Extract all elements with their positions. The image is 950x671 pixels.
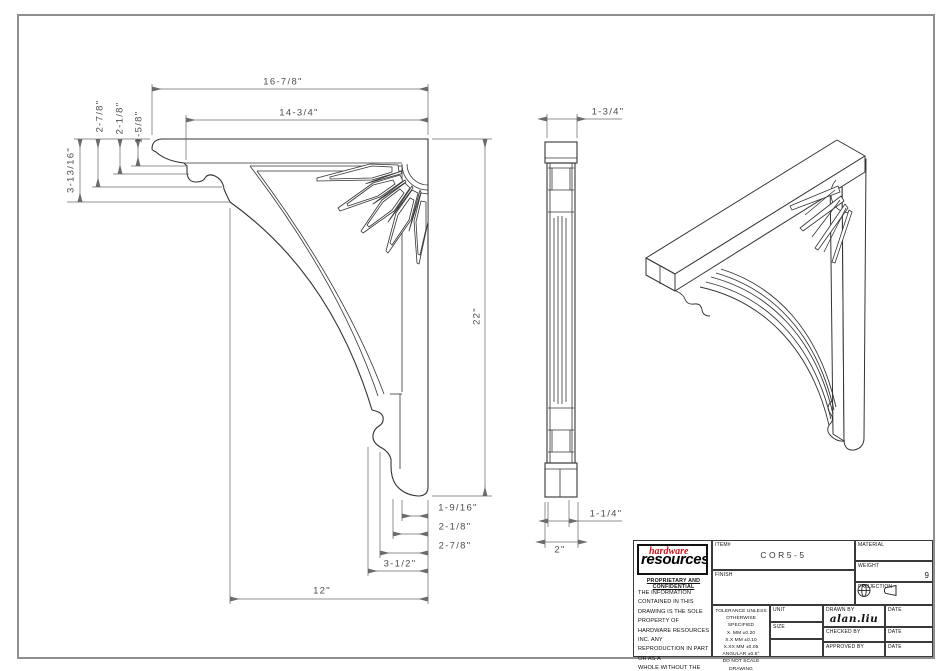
projection-cone-icon	[884, 584, 897, 597]
logo-word-hardware: hardware	[649, 546, 689, 557]
weight-value: 9	[924, 571, 929, 580]
size-label: SIZE	[773, 624, 785, 630]
dim-label-front-left-a: 2-7/8"	[94, 99, 106, 133]
company-logo: hardware resources	[637, 544, 708, 575]
finish-label: FINISH	[715, 572, 733, 578]
date-cell-2: DATE	[885, 627, 933, 642]
date-label: DATE	[888, 629, 902, 635]
title-block: hardware resources PROPRIETARY AND CONFI…	[633, 540, 933, 671]
unit-label: UNIT	[773, 607, 786, 613]
projection-label: PROJECTION	[858, 584, 893, 590]
blank-cell	[770, 639, 823, 657]
date-cell-3: DATE	[885, 642, 933, 657]
dim-label-front-top-inner: 14-3/4"	[279, 107, 319, 119]
tolerance-text: TOLERANCE UNLESS OTHERWISE SPECIFIED X. …	[715, 609, 767, 671]
date-label: DATE	[888, 644, 902, 650]
weight-cell: WEIGHT 9	[855, 561, 933, 582]
material-cell: MATERIAL	[855, 540, 933, 561]
front-view	[151, 138, 429, 497]
logo-word-resources: resources	[641, 551, 708, 568]
material-label: MATERIAL	[858, 542, 885, 548]
proprietary-title: PROPRIETARY AND CONFIDENTIAL	[646, 578, 701, 590]
finish-cell: FINISH	[712, 570, 855, 605]
dim-label-front-left-c: 1-5/8"	[133, 110, 145, 144]
proprietary-text: THE INFORMATION CONTAINED IN THIS DRAWIN…	[638, 590, 710, 671]
sheet-border	[17, 14, 935, 659]
dim-label-front-left-d: 3-13/16"	[65, 147, 77, 193]
dim-label-side-bot-width: 2"	[554, 544, 566, 556]
date-cell-1: DATE	[885, 605, 933, 627]
side-view	[544, 141, 578, 498]
unit-cell: UNIT	[770, 605, 823, 622]
date-label: DATE	[888, 607, 902, 613]
drawn-by-cell: DRAWN BY alan.liu	[823, 605, 885, 627]
dim-label-front-bot-b: 2-1/8"	[438, 521, 472, 533]
checked-by-label: CHECKED BY	[826, 629, 861, 635]
dim-label-front-bot-width: 12"	[313, 585, 331, 597]
dimension-lines	[67, 84, 622, 604]
weight-label: WEIGHT	[858, 563, 880, 569]
dim-label-front-top-width: 16-7/8"	[263, 76, 303, 88]
approved-by-label: APPROVED BY	[826, 644, 865, 650]
item-cell: ITEM# COR5-5	[712, 540, 855, 570]
dim-label-front-height: 22"	[471, 307, 483, 325]
dim-label-front-bot-a: 1-9/16"	[438, 502, 478, 514]
projection-symbols	[857, 584, 897, 597]
approved-by-cell: APPROVED BY	[823, 642, 885, 657]
isometric-view	[645, 139, 867, 451]
tolerance-cell: TOLERANCE UNLESS OTHERWISE SPECIFIED X. …	[712, 605, 770, 671]
item-label: ITEM#	[715, 542, 731, 548]
drawn-by-signature: alan.liu	[829, 613, 879, 625]
size-cell: SIZE	[770, 622, 823, 639]
dim-label-side-top-width: 1-3/4"	[591, 106, 625, 118]
dim-label-front-left-b: 2-1/8"	[114, 101, 126, 135]
item-number: COR5-5	[760, 550, 807, 560]
drawn-by-label: DRAWN BY	[826, 607, 855, 613]
dim-label-front-bot-c: 2-7/8"	[438, 540, 472, 552]
proprietary-cell: hardware resources PROPRIETARY AND CONFI…	[633, 540, 712, 671]
checked-by-cell: CHECKED BY	[823, 627, 885, 642]
projection-cell: PROJECTION	[855, 582, 933, 605]
dim-label-front-bot-d: 3-1/2"	[383, 558, 417, 570]
dim-label-side-bot-inner: 1-1/4"	[589, 508, 623, 520]
